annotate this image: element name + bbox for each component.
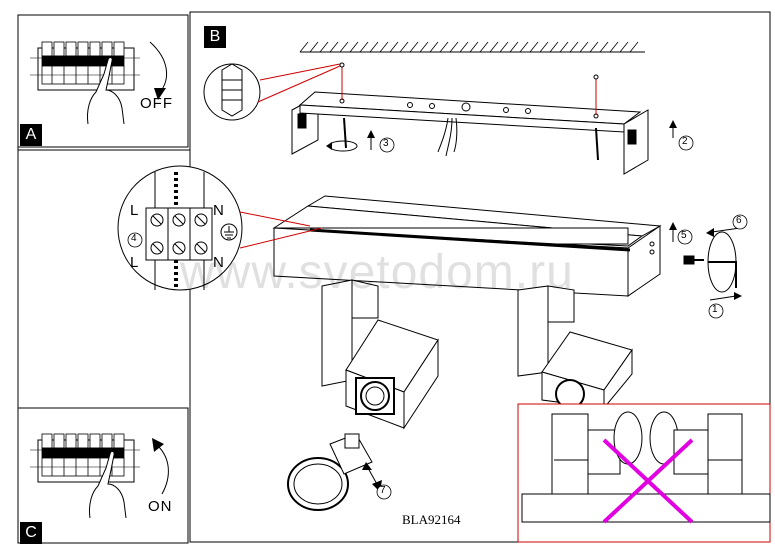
step-4-number: 4 xyxy=(131,233,137,244)
step-5-number: 5 xyxy=(681,230,687,241)
model-number: BLA92164 xyxy=(402,512,461,527)
panel-a-label: A xyxy=(20,124,42,146)
step-7-number: 7 xyxy=(380,485,386,496)
terminal-l-top: L xyxy=(130,202,139,219)
panel-a-frame xyxy=(17,14,189,148)
allen-key-illustration xyxy=(669,222,742,301)
spotlight-left xyxy=(321,279,439,430)
mounting-bracket xyxy=(291,62,649,175)
panel-c-frame xyxy=(17,407,189,544)
spotlight-right xyxy=(517,285,633,410)
step-3-number: 3 xyxy=(383,138,389,149)
breaker-on-illustration xyxy=(30,433,169,519)
panel-c-label: C xyxy=(20,522,42,544)
step-2-number: 2 xyxy=(682,136,688,147)
watermark-text: www.svetodom.ru xyxy=(180,246,574,299)
wrong-orientation-inset xyxy=(517,403,771,543)
breaker-off-illustration xyxy=(30,41,168,125)
terminal-block-detail xyxy=(117,165,323,291)
step-circles xyxy=(127,135,748,500)
bulb-illustration xyxy=(287,433,382,511)
on-text: ON xyxy=(148,498,173,515)
step-6-number: 6 xyxy=(736,215,742,226)
panel-b-label: B xyxy=(204,26,226,48)
off-text: OFF xyxy=(140,95,173,112)
fixture-body xyxy=(272,195,662,297)
step-1-number: 1 xyxy=(712,304,718,315)
terminal-n-bottom: N xyxy=(213,254,224,271)
ceiling-hatch xyxy=(299,41,645,53)
wall-plug-detail xyxy=(203,63,341,121)
step-3-arrows xyxy=(326,120,677,152)
terminal-n-top: N xyxy=(213,202,224,219)
terminal-l-bottom: L xyxy=(130,254,139,271)
